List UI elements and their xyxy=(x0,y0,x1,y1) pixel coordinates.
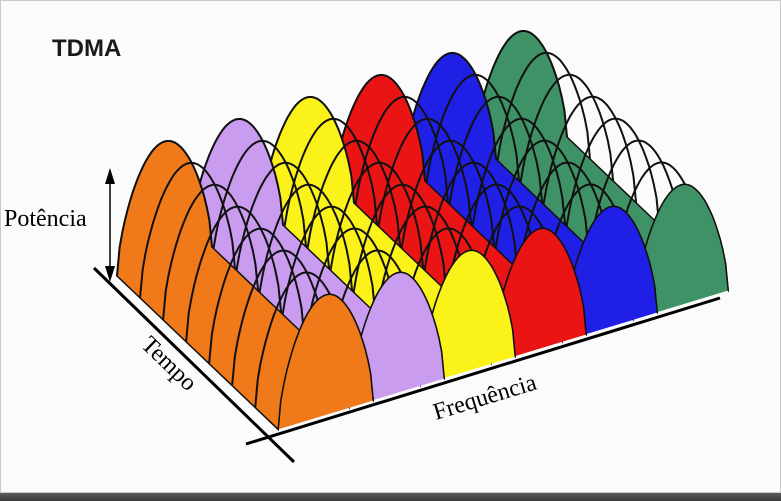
time-slot-line xyxy=(419,249,516,386)
time-slot-line xyxy=(208,227,306,364)
time-slot-line xyxy=(116,140,213,277)
time-axis xyxy=(92,266,296,464)
power-arrow xyxy=(105,168,115,282)
power-label: Potência xyxy=(4,206,87,232)
time-slot-line xyxy=(561,205,658,342)
time-slot-line xyxy=(277,293,374,430)
time-slot-line xyxy=(139,161,236,298)
time-slot-line xyxy=(632,183,729,320)
frequency-axis xyxy=(245,296,721,446)
time-slot-line xyxy=(162,183,260,320)
window-bottom-bar xyxy=(0,493,781,501)
time-slot-line xyxy=(185,205,283,342)
time-slot-line xyxy=(348,271,445,408)
time-slot-line xyxy=(490,227,587,364)
channel-band-lavender xyxy=(187,118,446,410)
time-slot-line xyxy=(231,249,329,386)
channel-band-yellow xyxy=(258,96,517,388)
channel-bands xyxy=(116,30,730,432)
frequency-label: Frequência xyxy=(430,370,540,426)
diagram-title: TDMA xyxy=(52,35,121,62)
channel-band-orange xyxy=(116,140,375,432)
